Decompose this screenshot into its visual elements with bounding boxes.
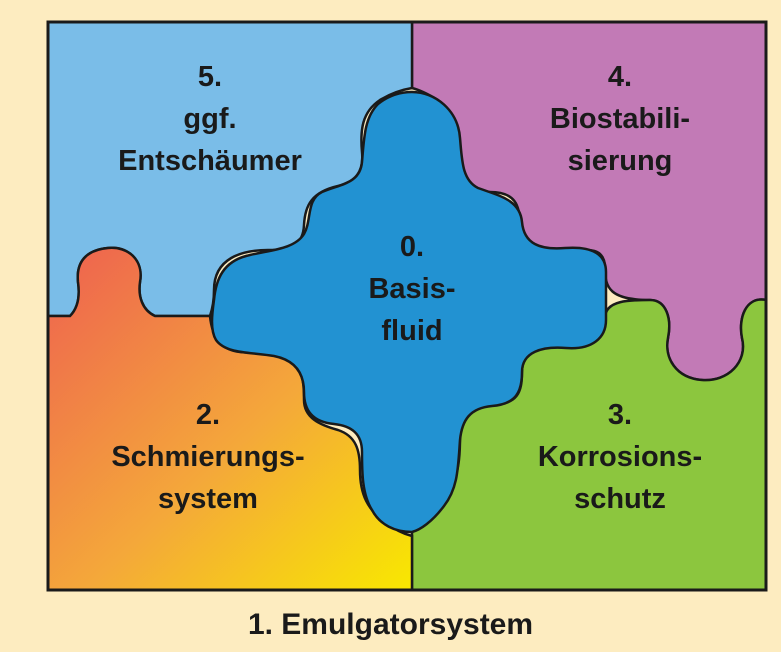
korrosionsschutz-line-1: Korrosions- bbox=[537, 441, 703, 473]
label-schmierungssystem: 2. Schmierungs- system bbox=[48, 394, 368, 520]
entschaeumer-line-1: ggf. bbox=[183, 103, 237, 135]
caption: 1. Emulgatorsystem bbox=[247, 608, 534, 641]
schmierungssystem-line-1: Schmierungs- bbox=[111, 441, 305, 473]
basisfluid-number: 0. bbox=[399, 231, 425, 263]
schmierungssystem-number: 2. bbox=[195, 399, 221, 431]
schmierungssystem-line-2: system bbox=[158, 483, 258, 515]
korrosionsschutz-line-2: schutz bbox=[574, 483, 666, 515]
korrosionsschutz-number: 3. bbox=[607, 399, 633, 431]
puzzle-frame bbox=[46, 20, 768, 592]
entschaeumer-line-2: Entschäumer bbox=[118, 145, 302, 177]
biostabilisierung-line-1: Biostabili- bbox=[549, 103, 691, 135]
basisfluid-line-2: fluid bbox=[381, 315, 443, 347]
label-entschaeumer: 5. ggf. Entschäumer bbox=[50, 56, 370, 182]
label-biostabilisierung: 4. Biostabili- sierung bbox=[480, 56, 760, 182]
label-korrosionsschutz: 3. Korrosions- schutz bbox=[470, 394, 770, 520]
basisfluid-line-1: Basis- bbox=[368, 273, 456, 305]
biostabilisierung-number: 4. bbox=[607, 61, 633, 93]
piece-basisfluid bbox=[210, 90, 608, 534]
biostabilisierung-line-2: sierung bbox=[567, 145, 673, 177]
entschaeumer-number: 5. bbox=[197, 61, 223, 93]
label-basisfluid: 0. Basis- fluid bbox=[332, 226, 492, 352]
